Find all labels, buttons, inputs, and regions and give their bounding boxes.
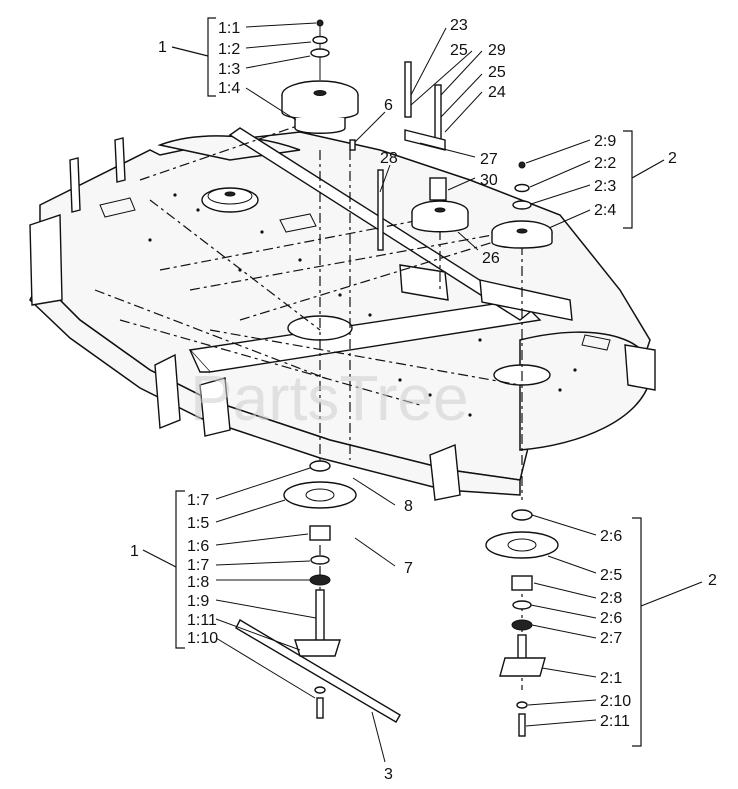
callout-8: 8 bbox=[404, 498, 413, 515]
idler-assembly bbox=[349, 61, 469, 251]
callout-28: 28 bbox=[380, 150, 398, 167]
callout-1-7-b: 1:7 bbox=[187, 557, 209, 574]
callout-2-8: 2:8 bbox=[600, 590, 622, 607]
callout-1-9: 1:9 bbox=[187, 593, 209, 610]
spindle-1-top-parts bbox=[281, 19, 359, 134]
callout-2-6-b: 2:6 bbox=[600, 610, 622, 627]
callout-2-10: 2:10 bbox=[600, 693, 631, 710]
mower-deck bbox=[29, 127, 656, 501]
callout-2-top: 2 bbox=[668, 150, 677, 167]
callout-2-7: 2:7 bbox=[600, 630, 622, 647]
spindle-2-top-parts bbox=[491, 161, 553, 249]
callout-26: 26 bbox=[482, 250, 500, 267]
callout-30: 30 bbox=[480, 172, 498, 189]
watermark-text: PartsTree bbox=[190, 362, 469, 434]
callout-25-b: 25 bbox=[488, 64, 506, 81]
callout-23: 23 bbox=[450, 17, 468, 34]
callout-1-10: 1:10 bbox=[187, 630, 218, 647]
callout-2-3: 2:3 bbox=[594, 178, 616, 195]
spindle-1-bottom-parts bbox=[235, 460, 401, 723]
callout-2-9: 2:9 bbox=[594, 133, 616, 150]
spindle-2-bottom-parts bbox=[485, 509, 559, 737]
callout-1-8: 1:8 bbox=[187, 574, 209, 591]
callout-3: 3 bbox=[384, 766, 393, 783]
callout-7: 7 bbox=[404, 560, 413, 577]
callout-2-2: 2:2 bbox=[594, 155, 616, 172]
callout-27: 27 bbox=[480, 151, 498, 168]
callout-24: 24 bbox=[488, 84, 506, 101]
callout-1-3: 1:3 bbox=[218, 61, 240, 78]
leader-lines bbox=[142, 17, 703, 763]
callout-25-a: 25 bbox=[450, 42, 468, 59]
callout-2-6-a: 2:6 bbox=[600, 528, 622, 545]
callout-labels: 1 1:1 1:2 1:3 1:4 23 25 29 25 24 6 28 27… bbox=[130, 17, 717, 783]
callout-2-1: 2:1 bbox=[600, 670, 622, 687]
callout-2-bottom: 2 bbox=[708, 572, 717, 589]
callout-2-4: 2:4 bbox=[594, 202, 616, 219]
callout-1-2: 1:2 bbox=[218, 41, 240, 58]
callout-1-6: 1:6 bbox=[187, 538, 209, 555]
callout-6: 6 bbox=[384, 97, 393, 114]
callout-1-1: 1:1 bbox=[218, 20, 240, 37]
callout-1-5: 1:5 bbox=[187, 515, 209, 532]
callout-1-4: 1:4 bbox=[218, 80, 240, 97]
callout-1-top: 1 bbox=[158, 39, 167, 56]
callout-1-7-a: 1:7 bbox=[187, 492, 209, 509]
callout-1-11: 1:11 bbox=[187, 612, 217, 629]
callout-2-5: 2:5 bbox=[600, 567, 622, 584]
callout-2-11: 2:11 bbox=[600, 713, 630, 730]
callout-1-bottom: 1 bbox=[130, 543, 139, 560]
callout-29: 29 bbox=[488, 42, 506, 59]
